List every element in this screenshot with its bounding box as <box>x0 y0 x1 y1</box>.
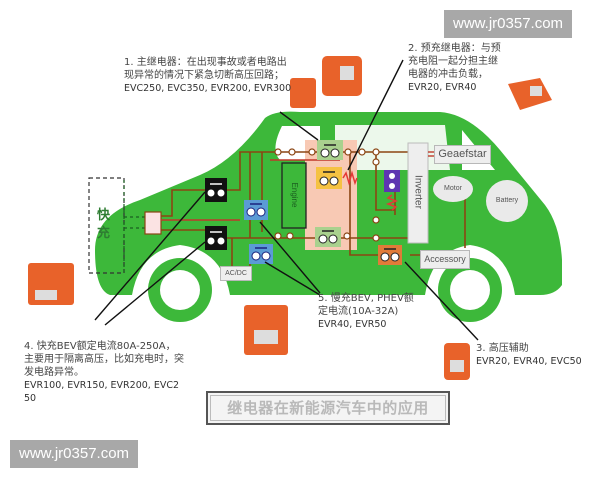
relay-product-precharge <box>508 78 552 110</box>
relay-product-hv-auxiliary <box>444 343 470 380</box>
relay-main-positive <box>317 140 343 160</box>
note-precharge-relay: 2. 预充继电器：与预充电阻一起分担主继电器的冲击负载， EVR20, EVR4… <box>408 42 504 94</box>
diagram-caption: 继电器在新能源汽车中的应用 <box>206 391 450 425</box>
battery-circle: Battery <box>486 180 528 222</box>
acdc-label: AC/DC <box>220 266 252 281</box>
fast-charge-port-outline <box>88 177 125 274</box>
engine-label: Engine <box>290 182 299 208</box>
accessory-label: Accessory <box>420 250 470 269</box>
note-precharge-relay-text: 2. 预充继电器：与预充电阻一起分担主继电器的冲击负载， <box>408 43 501 80</box>
note-fast-charge-text: 4. 快充BEV额定电流80A-250A，主要用于隔离高压，比如充电时，突发电路… <box>24 341 184 378</box>
inverter-block <box>407 142 429 244</box>
note-fast-charge-models: EVR100, EVR150, EVR200, EVC250 <box>24 380 180 404</box>
motor-circle: Motor <box>433 176 473 202</box>
note-slow-charge: 5. 慢充BEV, PHEV额定电流(10A-32A) EVR40, EVR50 <box>318 292 414 331</box>
inverter-label: Inverter <box>412 175 424 209</box>
relay-product-main <box>290 56 362 108</box>
note-main-relay-text: 1. 主继电器：在出现事故或者电路出现异常的情况下紧急切断高压回路； <box>124 57 287 81</box>
circuit-nodes <box>274 148 380 242</box>
relay-product-fast-charge <box>28 263 74 305</box>
watermark-top: www.jr0357.com <box>444 10 573 38</box>
note-hv-auxiliary-text: 3. 高压辅助 <box>476 343 529 354</box>
relay-precharge <box>316 167 358 189</box>
note-slow-charge-models: EVR40, EVR50 <box>318 319 387 330</box>
fast-charge-label: 快充 <box>97 208 111 241</box>
relay-fast-charge-1 <box>205 178 227 202</box>
relay-product-slow-charge <box>244 305 288 355</box>
generator-label: Geaefstar <box>434 145 491 164</box>
relay-slow-charge-2 <box>249 244 273 264</box>
relay-hv-auxiliary <box>378 245 402 265</box>
leader-lines <box>94 59 479 341</box>
watermark-bottom: www.jr0357.com <box>10 440 139 468</box>
engine-block <box>281 162 307 229</box>
note-slow-charge-text: 5. 慢充BEV, PHEV额定电流(10A-32A) <box>318 293 414 317</box>
note-main-relay-models: EVC250, EVC350, EVR200, EVR300 <box>124 83 292 94</box>
note-main-relay: 1. 主继电器：在出现事故或者电路出现异常的情况下紧急切断高压回路； EVC25… <box>124 56 292 95</box>
note-hv-auxiliary-models: EVR20, EVR40, EVC50 <box>476 356 582 367</box>
note-precharge-relay-models: EVR20, EVR40 <box>408 82 477 93</box>
dcdc-module <box>384 170 400 211</box>
relay-slow-charge-1 <box>244 200 268 220</box>
relay-fast-charge-2 <box>205 226 227 250</box>
relay-main-negative <box>315 227 341 247</box>
note-hv-auxiliary: 3. 高压辅助 EVR20, EVR40, EVC50 <box>476 342 596 368</box>
note-fast-charge: 4. 快充BEV额定电流80A-250A，主要用于隔离高压，比如充电时，突发电路… <box>24 340 184 405</box>
